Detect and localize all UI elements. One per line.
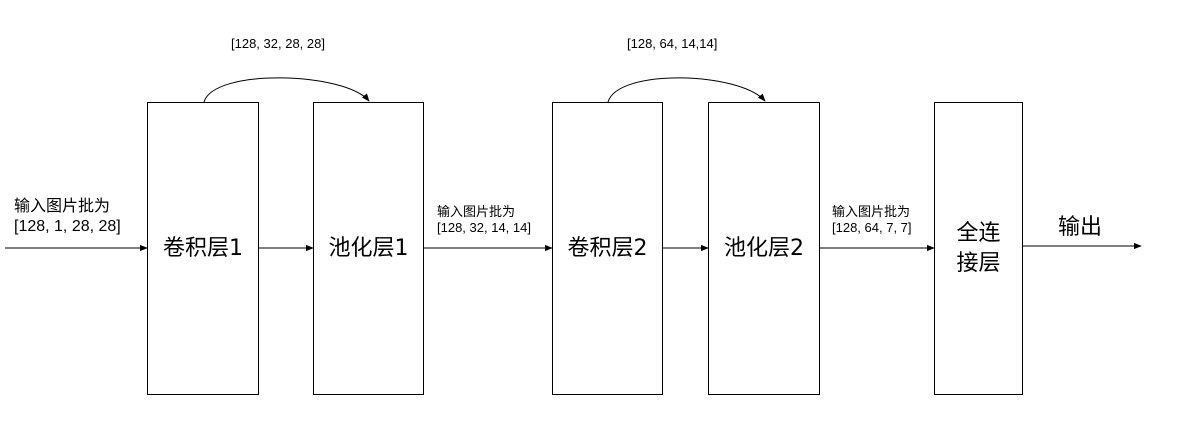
conv1-layer-label: 卷积层1 bbox=[163, 235, 243, 261]
fc-layer-box: 全连 接层 bbox=[934, 102, 1023, 395]
pool1-layer-box: 池化层1 bbox=[313, 102, 424, 395]
pool1-output-shape-label: 输入图片批为 [128, 32, 14, 14] bbox=[437, 204, 531, 237]
input-shape-label: 输入图片批为 [128, 1, 28, 28] bbox=[14, 197, 121, 237]
pool2-layer-box: 池化层2 bbox=[708, 102, 820, 395]
output-label: 输出 bbox=[1058, 214, 1103, 239]
conv2-layer-label: 卷积层2 bbox=[567, 235, 648, 261]
conv1-layer-box: 卷积层1 bbox=[147, 102, 259, 395]
pool2-output-title: 输入图片批为 bbox=[832, 204, 911, 219]
conv2-layer-box: 卷积层2 bbox=[552, 102, 663, 395]
conv2-output-shape: [128, 64, 14,14] bbox=[627, 36, 718, 51]
fc-layer-label: 全连 接层 bbox=[956, 220, 1001, 276]
pool1-output-shape: [128, 32, 14, 14] bbox=[437, 220, 531, 236]
pool1-layer-label: 池化层1 bbox=[328, 235, 409, 261]
input-title: 输入图片批为 bbox=[14, 198, 111, 215]
pool2-output-shape-label: 输入图片批为 [128, 64, 7, 7] bbox=[832, 204, 912, 237]
pool2-output-shape: [128, 64, 7, 7] bbox=[832, 220, 912, 236]
pool2-layer-label: 池化层2 bbox=[724, 235, 804, 261]
pool1-output-title: 输入图片批为 bbox=[437, 204, 516, 219]
input-shape: [128, 1, 28, 28] bbox=[14, 218, 121, 235]
conv1-output-shape: [128, 32, 28, 28] bbox=[231, 36, 325, 51]
conv1-to-pool1-curve bbox=[203, 77, 370, 103]
conv2-to-pool2-curve bbox=[607, 77, 766, 103]
